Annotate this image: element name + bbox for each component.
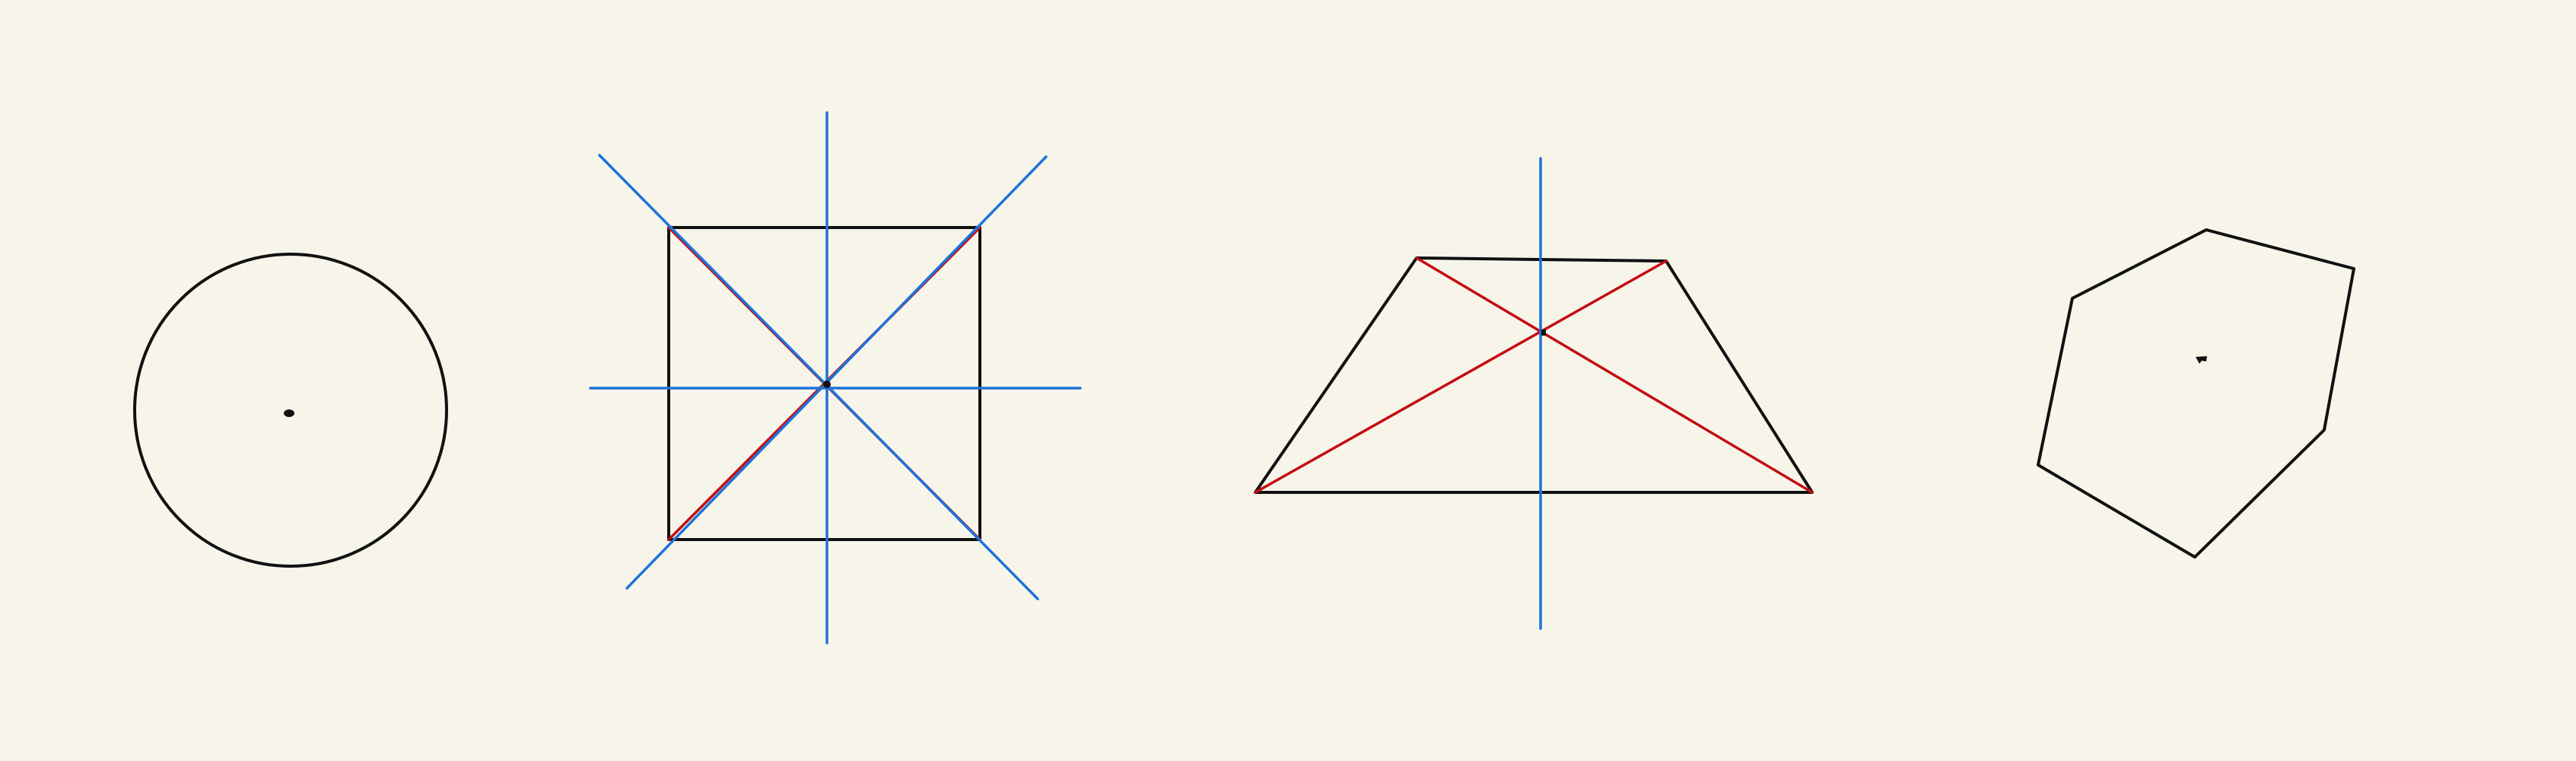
square-diagonal-axis-2: [625, 155, 1048, 590]
square-figure: [589, 111, 1082, 645]
circle-center-point: [284, 409, 294, 417]
square-center-point: [823, 380, 831, 388]
hexagon-outline: [2037, 228, 2355, 559]
trapezoid-intersection-point: [1541, 330, 1546, 336]
trapezoid-diagonal-2: [1254, 260, 1668, 494]
circle-outline: [133, 253, 448, 568]
circle-figure: [133, 253, 448, 568]
trapezoid-figure: [1254, 157, 1814, 630]
square-diagonal-axis-1: [598, 154, 1039, 600]
trapezoid-outline: [1254, 256, 1814, 494]
hexagon-figure: [2037, 228, 2355, 559]
trapezoid-diagonal-1: [1415, 256, 1814, 494]
hexagon-center-point: [2196, 356, 2207, 364]
